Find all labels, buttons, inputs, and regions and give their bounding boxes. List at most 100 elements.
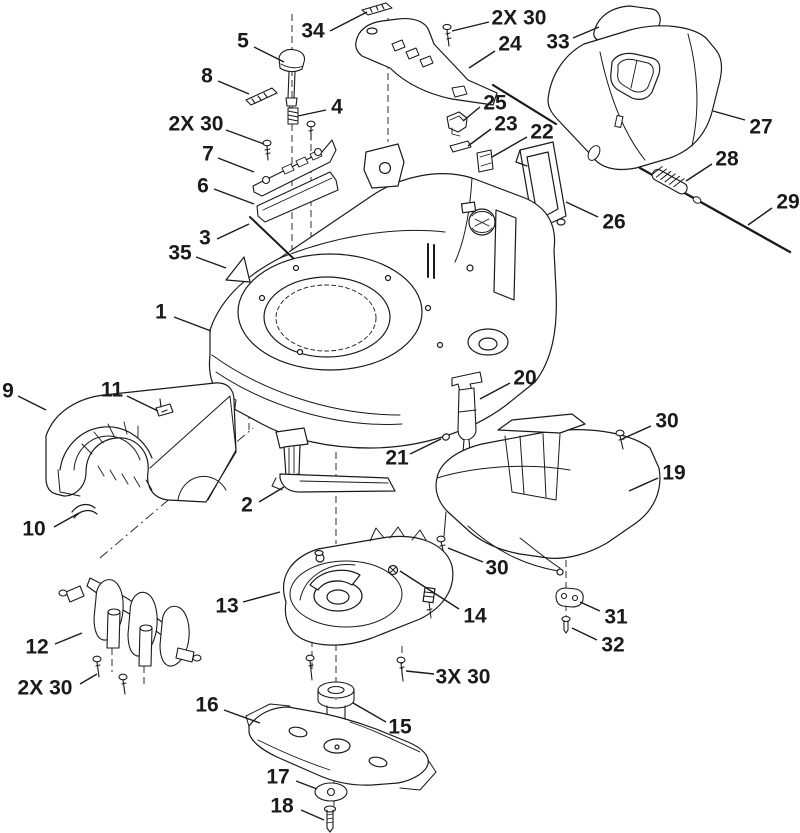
leader-line-c20 bbox=[479, 382, 511, 400]
leader-line-c13 bbox=[242, 591, 281, 603]
leader-line-c3 bbox=[216, 223, 250, 240]
leader-line-c30b bbox=[79, 673, 98, 685]
leader-line-c30d bbox=[447, 547, 484, 563]
callout-label-c30e: 30 bbox=[655, 410, 678, 433]
leader-line-c18 bbox=[300, 809, 325, 821]
leader-line-c23 bbox=[467, 128, 492, 147]
part-10-clip bbox=[71, 503, 98, 519]
leader-line-c21 bbox=[409, 438, 442, 455]
leader-line-c28 bbox=[685, 163, 713, 182]
callout-label-c11: 11 bbox=[101, 379, 124, 402]
callout-label-c16: 16 bbox=[195, 694, 218, 717]
leader-line-c32 bbox=[571, 627, 598, 641]
part-23-plate bbox=[449, 140, 472, 153]
leader-line-c25 bbox=[462, 106, 481, 122]
part-13-blade-housing bbox=[282, 526, 454, 646]
part-17-washer bbox=[314, 782, 348, 802]
leader-line-c1 bbox=[173, 316, 212, 332]
leader-line-c16 bbox=[223, 709, 261, 724]
leader-line-c30e bbox=[621, 425, 652, 440]
callout-label-c27: 27 bbox=[749, 116, 772, 139]
part-9-front-housing bbox=[45, 382, 237, 503]
leader-line-c5 bbox=[253, 46, 285, 63]
callout-label-c30d: 30 bbox=[485, 557, 508, 580]
leader-line-c19 bbox=[628, 477, 659, 492]
callout-label-c1: 1 bbox=[155, 301, 167, 324]
leader-line-c15 bbox=[352, 702, 387, 723]
part-2-discharge-deflector bbox=[271, 427, 396, 493]
leader-line-c22 bbox=[491, 136, 528, 158]
leader-line-c12 bbox=[54, 632, 83, 645]
callout-label-c20: 20 bbox=[513, 367, 536, 390]
leader-line-c35 bbox=[195, 256, 227, 269]
callout-label-c7: 7 bbox=[202, 143, 214, 166]
callout-label-c6: 6 bbox=[197, 175, 209, 198]
screw-30-housing-top bbox=[615, 429, 625, 450]
leader-line-c24 bbox=[468, 50, 496, 69]
screws-30-top-left bbox=[262, 120, 316, 161]
callout-label-c35: 35 bbox=[168, 242, 192, 265]
callout-label-c12: 12 bbox=[25, 636, 48, 659]
leader-line-c30a bbox=[225, 129, 265, 145]
callout-label-c14: 14 bbox=[463, 605, 487, 628]
callout-label-c30f: 2X 30 bbox=[492, 7, 547, 30]
part-5-primer-plug bbox=[278, 48, 306, 115]
callout-label-c23: 23 bbox=[494, 113, 517, 136]
part-11-clip bbox=[155, 398, 174, 417]
callout-label-c18: 18 bbox=[270, 795, 294, 818]
leader-line-c33 bbox=[572, 26, 600, 39]
callout-label-c24: 24 bbox=[498, 33, 522, 56]
screws-30-blade-housing bbox=[305, 654, 406, 682]
leader-line-c26 bbox=[565, 201, 599, 218]
callout-label-c31: 31 bbox=[604, 606, 628, 629]
leader-line-c29 bbox=[747, 207, 773, 226]
callout-label-c8: 8 bbox=[201, 65, 213, 88]
callout-label-c28: 28 bbox=[715, 148, 739, 171]
part-21-ring bbox=[442, 433, 450, 441]
callout-label-c26: 26 bbox=[602, 211, 625, 234]
part-35-triangle-decal bbox=[225, 256, 251, 283]
callout-label-c29: 29 bbox=[776, 191, 799, 214]
part-18-blade-bolt bbox=[323, 805, 337, 833]
screws-30-baffle bbox=[92, 655, 128, 695]
leader-line-c2 bbox=[258, 486, 285, 503]
part-22-plate bbox=[476, 149, 494, 173]
leader-line-c17 bbox=[295, 780, 318, 790]
leader-line-c30f bbox=[451, 21, 490, 32]
leader-line-c7 bbox=[217, 157, 255, 173]
leader-line-c9 bbox=[17, 395, 47, 411]
part-3-rod bbox=[249, 214, 294, 259]
callout-label-c30a: 2X 30 bbox=[169, 113, 224, 136]
screw-30-top-right bbox=[442, 23, 452, 47]
callout-label-c32: 32 bbox=[601, 634, 624, 657]
part-27-bag-cover bbox=[547, 25, 723, 171]
part-8-pin bbox=[245, 87, 278, 106]
leader-line-c6 bbox=[213, 188, 255, 205]
callout-label-c9: 9 bbox=[2, 380, 14, 403]
callout-label-c22: 22 bbox=[530, 121, 553, 144]
leader-line-c27 bbox=[712, 110, 746, 121]
leader-line-c4 bbox=[297, 109, 327, 117]
part-32-screw bbox=[561, 615, 571, 634]
callout-label-c19: 19 bbox=[662, 462, 685, 485]
part-31-keeper-plate bbox=[555, 587, 584, 608]
callout-label-c3: 3 bbox=[199, 227, 211, 250]
leader-line-c8 bbox=[217, 80, 250, 95]
callout-label-c10: 10 bbox=[22, 518, 45, 541]
part-19-rear-housing bbox=[435, 413, 661, 576]
part-6-trim-cover-lower bbox=[256, 171, 339, 223]
leader-line-c34 bbox=[329, 11, 368, 32]
part-4-spring bbox=[287, 107, 299, 125]
leader-line-c31 bbox=[579, 601, 601, 612]
callout-label-c34: 34 bbox=[301, 20, 325, 43]
callout-label-c30b: 2X 30 bbox=[18, 677, 73, 700]
callout-label-c2: 2 bbox=[241, 494, 253, 517]
leader-line-c11 bbox=[126, 395, 159, 412]
callout-label-c21: 21 bbox=[385, 447, 409, 470]
part-7-trim-cover-upper bbox=[252, 139, 337, 197]
part-12-baffle-assembly bbox=[58, 577, 202, 667]
leader-line-c10 bbox=[53, 512, 80, 528]
part-16-blade bbox=[245, 703, 437, 791]
callout-label-c25: 25 bbox=[483, 92, 507, 115]
